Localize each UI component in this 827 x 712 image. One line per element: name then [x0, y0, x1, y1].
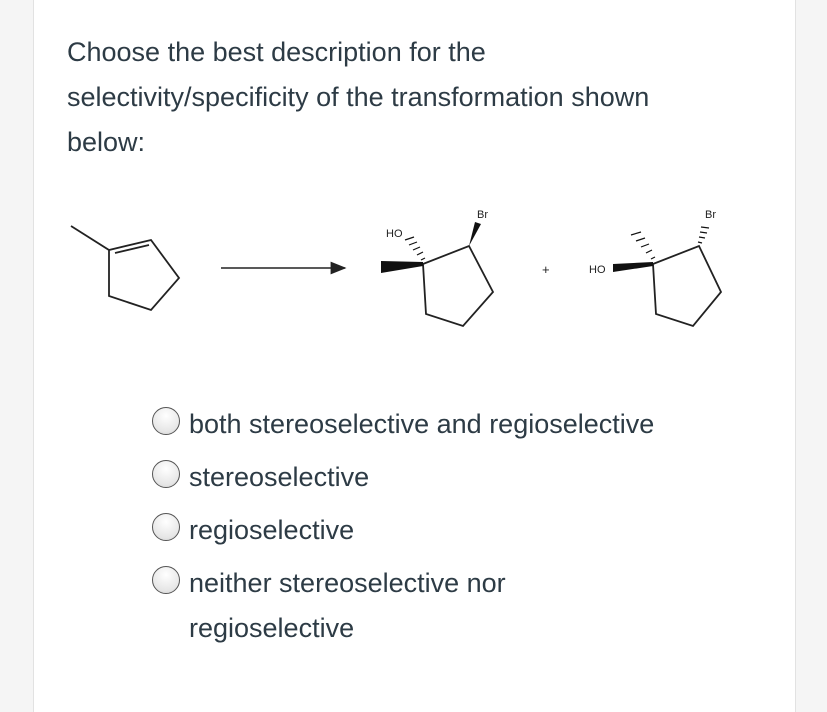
- reactant-methylcyclopentene: [70, 225, 181, 312]
- reaction-scheme: HO Br + HO Br: [70, 209, 723, 328]
- answer-option[interactable]: stereoselective: [152, 455, 749, 500]
- question-card: Choose the best description for the sele…: [33, 0, 796, 712]
- br-label: Br: [477, 209, 488, 221]
- radio-button[interactable]: [152, 513, 180, 541]
- ho-label: HO: [589, 264, 606, 276]
- answer-label[interactable]: neither stereoselective nor regioselecti…: [189, 568, 506, 643]
- ho-label: HO: [386, 228, 403, 240]
- radio-button[interactable]: [152, 460, 180, 488]
- plus-sign: +: [542, 262, 550, 277]
- radio-button[interactable]: [152, 407, 180, 435]
- answer-option[interactable]: both stereoselective and regioselective: [152, 402, 749, 447]
- br-label: Br: [705, 209, 716, 221]
- answer-label[interactable]: regioselective: [189, 515, 355, 545]
- answer-option[interactable]: regioselective: [152, 508, 749, 553]
- answer-options: both stereoselective and regioselective …: [152, 402, 749, 659]
- answer-label[interactable]: both stereoselective and regioselective: [189, 409, 655, 439]
- product-1: HO Br: [381, 209, 495, 328]
- question-text: Choose the best description for the sele…: [67, 37, 650, 157]
- radio-button[interactable]: [152, 566, 180, 594]
- answer-option[interactable]: neither stereoselective nor regioselecti…: [152, 561, 749, 651]
- product-2: HO Br: [589, 209, 723, 328]
- answer-label[interactable]: stereoselective: [189, 462, 370, 492]
